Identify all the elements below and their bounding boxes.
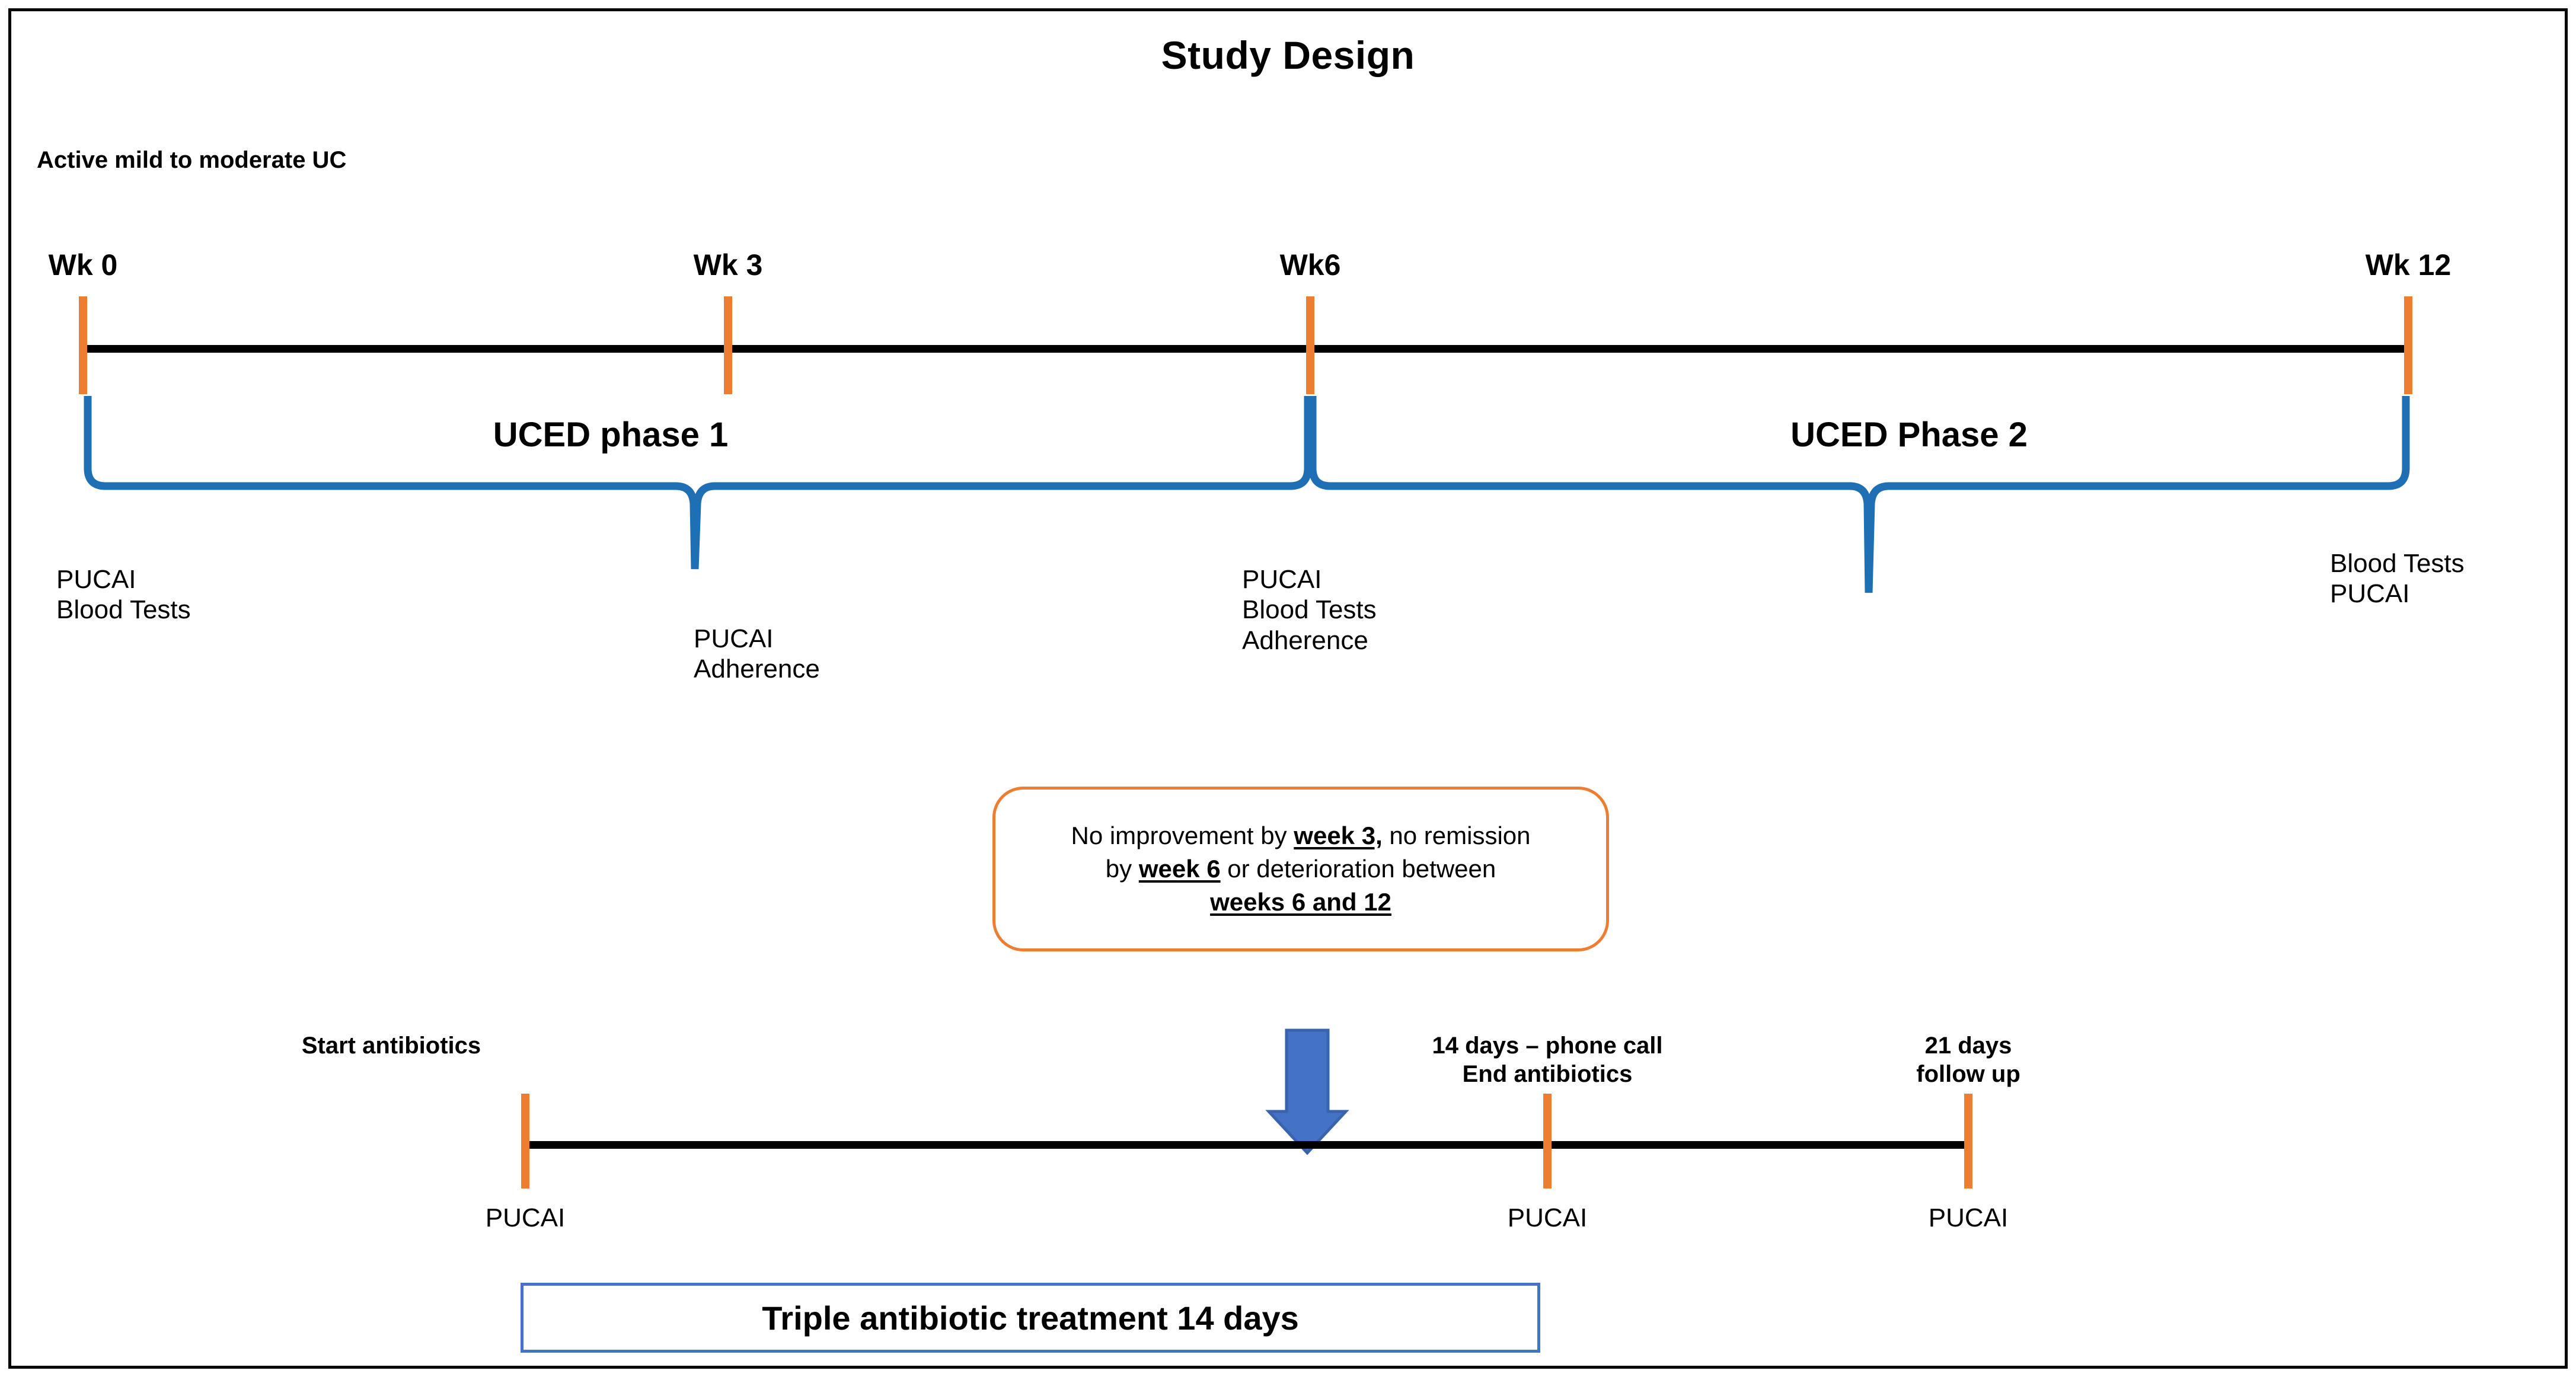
timepoint-label-wk6: Wk6: [1279, 248, 1341, 282]
escalation-criteria-callout: No improvement by week 3, no remission b…: [992, 787, 1609, 951]
antibiotic-assessment-14days: PUCAI: [1507, 1203, 1588, 1232]
page-title: Study Design: [1161, 33, 1415, 77]
escalation-criteria-text: No improvement by week 3, no remission b…: [1051, 819, 1550, 919]
population-label: Active mild to moderate UC: [37, 147, 347, 173]
treatment-box-label: Triple antibiotic treatment 14 days: [762, 1299, 1299, 1337]
antibiotic-tick-21days: [1964, 1094, 1972, 1188]
assessment-line: Blood Tests: [2330, 549, 2465, 578]
timeline-tick-wk12: [2404, 296, 2412, 394]
timepoint-label-wk0: Wk 0: [48, 248, 118, 282]
assessment-block-wk0: PUCAI Blood Tests: [56, 564, 191, 625]
callout-seg-1: week 3,: [1294, 821, 1383, 849]
timepoint-label-wk3: Wk 3: [693, 248, 763, 282]
milestone-label-21days: 21 days follow up: [1916, 1031, 2020, 1088]
assessment-block-wk6: PUCAI Blood Tests Adherence: [1242, 564, 1377, 656]
assessment-line: PUCAI: [1242, 565, 1322, 594]
callout-seg-6: or deterioration between: [1220, 854, 1496, 883]
milestone-line: 14 days – phone call: [1432, 1033, 1663, 1059]
treatment-box: Triple antibiotic treatment 14 days: [521, 1283, 1540, 1353]
assessment-line: Adherence: [694, 654, 820, 684]
milestone-line: 21 days: [1924, 1033, 2012, 1059]
callout-seg-0: No improvement by: [1071, 821, 1294, 849]
assessment-line: Blood Tests: [56, 595, 191, 625]
figure-border: [8, 8, 2568, 1369]
callout-seg-8: weeks 6 and 12: [1210, 888, 1391, 916]
antibiotic-tick-start: [521, 1094, 529, 1188]
antibiotic-tick-14days: [1543, 1094, 1552, 1188]
timeline-tick-wk0: [79, 296, 87, 394]
antibiotic-assessment-start: PUCAI: [485, 1203, 566, 1232]
main-timeline-axis: [83, 345, 2410, 353]
start-antibiotics-label: Start antibiotics: [301, 1033, 481, 1059]
assessment-block-wk3: PUCAI Adherence: [694, 624, 820, 685]
down-arrow-icon: [1265, 1028, 1349, 1155]
phase-label-2: UCED Phase 2: [1790, 416, 2028, 454]
milestone-line: End antibiotics: [1462, 1061, 1633, 1087]
assessment-line: PUCAI: [56, 565, 136, 594]
milestone-label-14days: 14 days – phone call End antibiotics: [1432, 1031, 1662, 1088]
timeline-tick-wk3: [724, 296, 732, 394]
assessment-line: PUCAI: [694, 624, 774, 653]
timepoint-label-wk12: Wk 12: [2365, 248, 2451, 282]
antibiotic-assessment-21days: PUCAI: [1928, 1203, 2009, 1232]
assessment-line: PUCAI: [2330, 579, 2410, 609]
phase-label-1: UCED phase 1: [493, 416, 729, 454]
assessment-block-wk12: Blood Tests PUCAI: [2330, 548, 2465, 609]
callout-seg-5: week 6: [1138, 854, 1221, 883]
antibiotic-timeline-axis: [525, 1141, 1970, 1149]
assessment-line: Adherence: [1242, 625, 1368, 655]
milestone-line: follow up: [1916, 1061, 2020, 1087]
timeline-tick-wk6: [1306, 296, 1314, 394]
callout-seg-2: no remission: [1382, 821, 1531, 849]
assessment-line: Blood Tests: [1242, 595, 1377, 625]
callout-seg-4: by: [1105, 854, 1139, 883]
